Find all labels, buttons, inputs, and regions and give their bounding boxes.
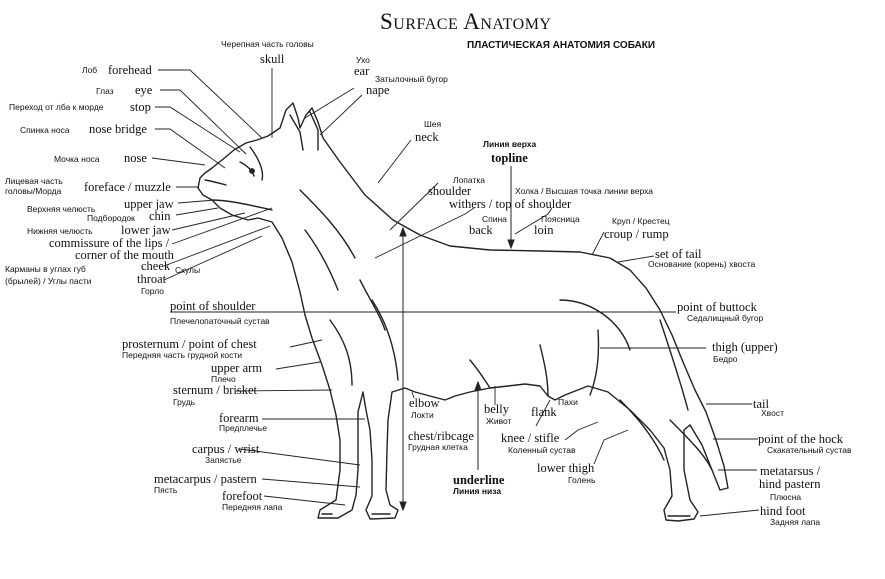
point-of-buttock-label: point of buttock — [677, 300, 757, 314]
skull-label: skull — [260, 52, 285, 66]
sternum-label-ru: Грудь — [173, 397, 196, 407]
hind-foot-label: hind foot — [760, 504, 806, 518]
withers-label: withers / top of shoulder — [449, 197, 572, 211]
throat-label-ru: Горло — [141, 286, 164, 296]
hock-label: point of the hock — [758, 432, 844, 446]
nose-label-ru: Мочка носа — [54, 154, 100, 164]
lips-label-ru-1: Карманы в углах губ — [5, 264, 86, 274]
skull-label-ru: Черепная часть головы — [221, 39, 314, 49]
elbow-label-ru: Локти — [411, 410, 434, 420]
chin-label-ru: Подбородок — [87, 213, 135, 223]
nape-label-ru: Затылочный бугор — [375, 74, 448, 84]
topline-label: topline — [491, 151, 528, 165]
stifle-label-ru: Коленный сустав — [508, 445, 576, 455]
flank-label-ru: Пахи — [558, 397, 578, 407]
stifle-label: knee / stifle — [501, 431, 560, 445]
upper-arm-label: upper arm — [211, 361, 263, 375]
hock-label-ru: Скакательный сустав — [767, 445, 852, 455]
upper-jaw-label-ru: Верхняя челюсть — [27, 204, 96, 214]
metatarsus-label-ru: Плюсна — [770, 492, 802, 502]
ear-label: ear — [354, 64, 370, 78]
metacarpus-label-ru: Пясть — [154, 485, 178, 495]
forearm-label-ru: Предплечье — [219, 423, 267, 433]
foreface-label-ru-2: головы/Морда — [5, 186, 62, 196]
withers-label-ru: Холка / Высшая точка линии верха — [515, 186, 654, 196]
set-of-tail-label: set of tail — [655, 247, 702, 261]
cheek-label-ru: Скулы — [175, 265, 201, 275]
ear-label-ru: Ухо — [356, 55, 370, 65]
stop-label-ru: Переход от лба к морде — [9, 102, 104, 112]
metatarsus-label-1: metatarsus / — [760, 464, 821, 478]
foreface-label: foreface / muzzle — [84, 180, 171, 194]
set-of-tail-label-ru: Основание (корень) хвоста — [648, 259, 756, 269]
underline-label: underline — [453, 473, 505, 487]
belly-label-ru: Живот — [486, 416, 512, 426]
lower-jaw-label: lower jaw — [121, 223, 171, 237]
nose-bridge-label: nose bridge — [89, 122, 147, 136]
prosternum-label-ru: Передняя часть грудной кости — [122, 350, 243, 360]
leader-lines — [151, 68, 760, 517]
page-title: Surface Anatomy — [380, 9, 552, 34]
prosternum-label: prosternum / point of chest — [122, 337, 257, 351]
foreface-label-ru-1: Лицевая часть — [5, 176, 63, 186]
thigh-label: thigh (upper) — [712, 340, 778, 354]
carpus-label-ru: Запястье — [205, 455, 242, 465]
flank-label: flank — [531, 405, 557, 419]
point-of-buttock-label-ru: Седалищный бугор — [687, 313, 764, 323]
tail-label: tail — [753, 397, 769, 411]
upper-arm-label-ru: Плечо — [211, 374, 236, 384]
page-subtitle: ПЛАСТИЧЕСКАЯ АНАТОМИЯ СОБАКИ — [467, 40, 656, 51]
croup-label-ru: Круп / Крестец — [612, 216, 670, 226]
elbow-label: elbow — [409, 396, 440, 410]
carpus-label: carpus / wrist — [192, 442, 260, 456]
chest-label-ru: Грудная клетка — [408, 442, 468, 452]
sternum-label: sternum / brisket — [173, 383, 258, 397]
guide-lines — [170, 166, 676, 512]
nape-label: nape — [366, 83, 390, 97]
chin-label: chin — [149, 209, 171, 223]
dog-outline — [197, 102, 729, 522]
point-of-shoulder-label-ru: Плечелопаточный сустав — [170, 316, 270, 326]
throat-label: throat — [137, 272, 167, 286]
tail-label-ru: Хвост — [761, 408, 784, 418]
lower-thigh-label: lower thigh — [537, 461, 595, 475]
eye-label-ru: Глаз — [96, 86, 114, 96]
cheek-label: cheek — [141, 259, 171, 273]
forearm-label: forearm — [219, 411, 259, 425]
shoulder-label-ru: Лопатка — [453, 175, 485, 185]
croup-label: croup / rump — [604, 227, 669, 241]
thigh-label-ru: Бедро — [713, 354, 738, 364]
forefoot-label-ru: Передняя лапа — [222, 502, 283, 512]
metacarpus-label: metacarpus / pastern — [154, 472, 257, 486]
belly-label: belly — [484, 402, 509, 416]
neck-label: neck — [415, 130, 439, 144]
forehead-label: forehead — [108, 63, 152, 77]
stop-label: stop — [130, 100, 151, 114]
upper-jaw-label: upper jaw — [124, 197, 174, 211]
hind-foot-label-ru: Задняя лапа — [770, 517, 821, 527]
nose-bridge-label-ru: Спинка носа — [20, 125, 70, 135]
back-label: back — [469, 223, 493, 237]
loin-label: loin — [534, 223, 554, 237]
shoulder-label: shoulder — [428, 184, 472, 198]
nose-label: nose — [124, 151, 147, 165]
lower-jaw-label-ru: Нижняя челюсть — [27, 226, 93, 236]
lower-thigh-label-ru: Голень — [568, 475, 596, 485]
underline-label-ru: Линия низа — [453, 486, 502, 496]
commissure-label-2: corner of the mouth — [75, 248, 174, 262]
topline-label-ru: Линия верха — [483, 139, 537, 149]
eye-label: eye — [135, 83, 153, 97]
back-label-ru: Спина — [482, 214, 507, 224]
neck-label-ru: Шея — [424, 119, 442, 129]
lips-label-ru-2: (брылей) / Углы пасти — [5, 276, 92, 286]
metatarsus-label-2: hind pastern — [759, 477, 821, 491]
commissure-label-1: commissure of the lips / — [49, 236, 170, 250]
chest-label: chest/ribcage — [408, 429, 474, 443]
loin-label-ru: Поясница — [541, 214, 580, 224]
forefoot-label: forefoot — [222, 489, 263, 503]
point-of-shoulder-label: point of shoulder — [170, 299, 256, 313]
forehead-label-ru: Лоб — [82, 65, 98, 75]
